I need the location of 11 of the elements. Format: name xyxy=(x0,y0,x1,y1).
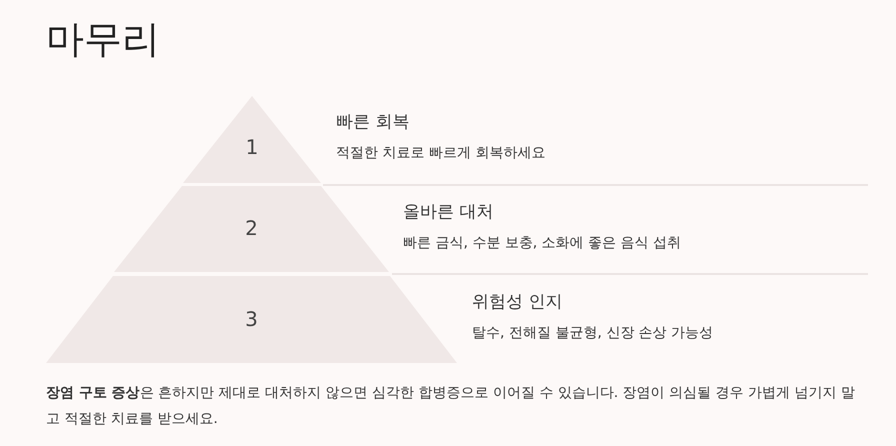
tier-number: 3 xyxy=(244,306,259,330)
tier-heading: 올바른 대처 xyxy=(403,201,494,223)
tier-heading: 위험성 인지 xyxy=(472,291,562,313)
tier-number: 1 xyxy=(244,134,260,158)
tier-description: 탈수, 전해질 불균형, 신장 손상 가능성 xyxy=(472,324,714,342)
tier-description: 빠른 금식, 수분 보충, 소화에 좋은 음식 섭취 xyxy=(403,234,682,252)
tier-number: 2 xyxy=(244,216,259,240)
tier-description: 적절한 치료로 빠르게 회복하세요 xyxy=(336,144,546,162)
tier-heading: 빠른 회복 xyxy=(336,111,410,133)
page-title: 마무리 xyxy=(46,16,160,63)
caption-paragraph: 장염 구토 증상은 흔하지만 제대로 대처하지 않으면 심각한 합병증으로 이어질 수 있습니다. 장염이 의심될 경우 가볍게 넘기지 말고 적절한 치료를 받으세요. xyxy=(46,384,856,429)
